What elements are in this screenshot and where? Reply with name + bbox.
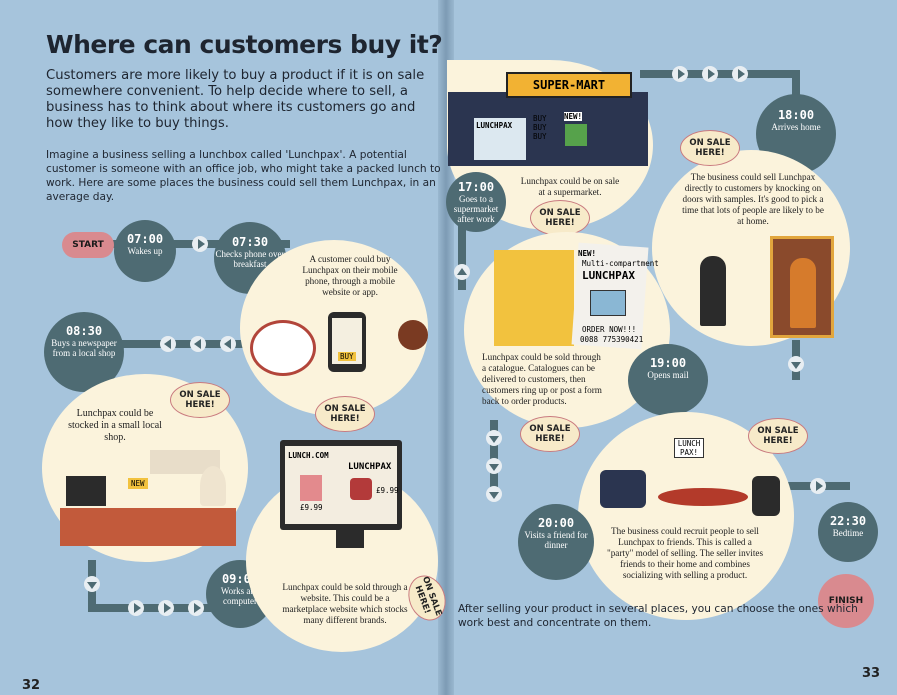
scenario-paragraph: Imagine a business selling a lunchbox ca… bbox=[46, 149, 441, 203]
shop-counter bbox=[60, 508, 236, 546]
store-lunchpax-box: LUNCHPAX bbox=[476, 121, 513, 130]
arrow-up-icon bbox=[454, 264, 470, 280]
phone-buy-button: BUY bbox=[338, 352, 356, 361]
arrow-left-icon bbox=[190, 336, 206, 352]
website-url: LUNCH.COM bbox=[288, 451, 329, 460]
catalogue-title: LUNCHPAX bbox=[582, 269, 635, 282]
monitor-stand bbox=[336, 530, 364, 548]
catalogue-subtitle: Multi-compartment bbox=[582, 259, 659, 268]
timeline-path bbox=[458, 190, 466, 290]
arrow-right-icon bbox=[158, 600, 174, 616]
phone-bubble-text: A customer could buy Lunchpax on their m… bbox=[302, 254, 398, 297]
on-sale-badge-supermarket: ON SALE HERE! bbox=[530, 200, 590, 236]
shop-box-icon bbox=[66, 476, 106, 506]
page-number-right: 33 bbox=[862, 666, 881, 681]
arrow-right-icon bbox=[188, 600, 204, 616]
coffee-cup-icon bbox=[398, 320, 428, 350]
arrow-right-icon bbox=[672, 66, 688, 82]
catalogue-bubble-text: Lunchpax could be sold through a catalog… bbox=[482, 352, 602, 406]
arrow-right-icon bbox=[128, 600, 144, 616]
arrow-right-icon bbox=[810, 478, 826, 494]
timeline-path bbox=[80, 240, 290, 248]
footer-text: After selling your product in several pl… bbox=[458, 603, 858, 629]
arrow-down-icon bbox=[486, 458, 502, 474]
arrow-left-icon bbox=[220, 336, 236, 352]
start-pill: START bbox=[62, 232, 114, 258]
pink-lunchbox-icon bbox=[300, 475, 322, 501]
on-sale-badge-phone: ON SALE HERE! bbox=[315, 396, 375, 432]
catalogue-new: NEW! bbox=[578, 249, 597, 258]
party-bubble-text: The business could recruit people to sel… bbox=[606, 526, 764, 580]
arrow-left-icon bbox=[160, 336, 176, 352]
website-bubble-text: Lunchpax could be sold through a website… bbox=[282, 582, 408, 625]
timeline-path bbox=[640, 70, 800, 78]
on-sale-badge-door: ON SALE HERE! bbox=[680, 130, 740, 166]
door-bubble-text: The business could sell Lunchpax directl… bbox=[682, 172, 824, 226]
salesperson-icon bbox=[700, 256, 726, 326]
arrow-down-icon bbox=[486, 486, 502, 502]
sofa-icon bbox=[600, 470, 646, 508]
on-sale-badge-catalogue: ON SALE HERE! bbox=[520, 416, 580, 452]
timeline-path bbox=[792, 70, 800, 110]
website-price-1: £9.99 bbox=[300, 503, 323, 512]
arrow-down-icon bbox=[84, 576, 100, 592]
arrow-down-icon bbox=[788, 356, 804, 372]
book-gutter bbox=[438, 0, 454, 695]
catalogue-lunchbox-icon bbox=[590, 290, 626, 316]
shop-bubble-text: Lunchpax could be stocked in a small loc… bbox=[68, 408, 162, 443]
arrow-down-icon bbox=[486, 430, 502, 446]
page-title: Where can customers buy it? bbox=[46, 30, 443, 59]
arrow-right-icon bbox=[732, 66, 748, 82]
cereal-bowl-icon bbox=[250, 320, 316, 376]
shopkeeper-icon bbox=[200, 466, 226, 506]
website-price-2: £9.99 bbox=[376, 486, 399, 495]
party-table bbox=[658, 488, 748, 506]
supermarket-sign: SUPER-MART bbox=[506, 72, 632, 98]
arrow-right-icon bbox=[192, 236, 208, 252]
phone-icon: BUY bbox=[328, 312, 366, 372]
page-number-left: 32 bbox=[22, 678, 41, 693]
supermarket-bubble-text: Lunchpax could be on sale at a supermark… bbox=[520, 176, 620, 197]
catalogue-phone: 0088 775390421 bbox=[580, 335, 644, 344]
homeowner-icon bbox=[790, 258, 816, 328]
intro-paragraph: Customers are more likely to buy a produ… bbox=[46, 68, 425, 131]
store-window bbox=[474, 118, 526, 160]
catalogue-page-left bbox=[494, 250, 574, 346]
finish-pill: FINISH bbox=[818, 574, 874, 628]
party-sign: LUNCH PAX! bbox=[674, 438, 704, 458]
catalogue-order: ORDER NOW!!! bbox=[582, 325, 637, 334]
store-buy-sign: BUY BUY BUY bbox=[533, 114, 547, 141]
on-sale-badge-party: ON SALE HERE! bbox=[748, 418, 808, 454]
arrow-right-icon bbox=[702, 66, 718, 82]
shop-new-tag: NEW bbox=[128, 478, 148, 489]
store-new-sign: NEW! bbox=[564, 112, 583, 121]
website-product-name: LUNCHPAX bbox=[348, 462, 392, 472]
red-lunchbox-icon bbox=[350, 478, 372, 500]
armchair-icon bbox=[752, 476, 780, 516]
green-lunchbox-icon bbox=[565, 124, 587, 146]
on-sale-badge-shop: ON SALE HERE! bbox=[170, 382, 230, 418]
timeline-path bbox=[760, 482, 850, 490]
